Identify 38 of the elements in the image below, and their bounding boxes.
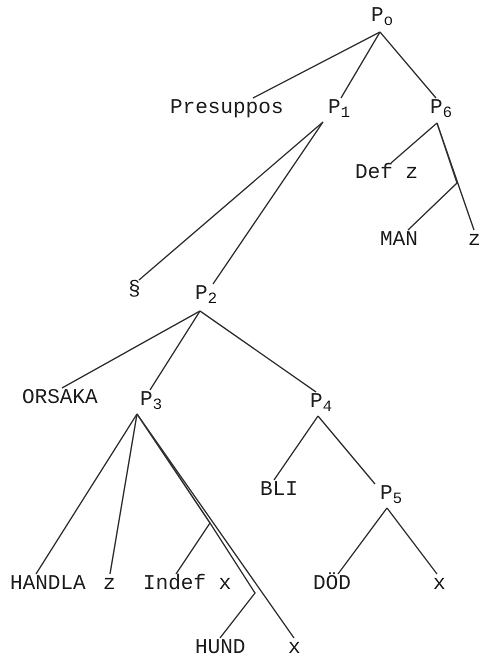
tree-node-label: §: [128, 280, 141, 301]
tree-branch: [337, 508, 388, 574]
tree-branch: [317, 416, 376, 484]
tree-branch: [390, 122, 438, 164]
tree-branch: [138, 121, 324, 281]
tree-node-label: DÖD: [313, 574, 351, 595]
tree-node-label: P$_{1}$: [328, 98, 350, 119]
tree-node-label: x: [288, 638, 301, 659]
tree-node-label: Def z: [355, 163, 418, 184]
tree-node-label: P$_{2}$: [195, 284, 218, 305]
tree-branch: [200, 310, 316, 393]
tree-node-label: BLI: [260, 480, 298, 501]
tree-node-label: HANDLA: [10, 574, 86, 595]
tree-node-label: P$_{4}$: [310, 392, 332, 413]
tree-node-label: P$_{6}$: [430, 98, 452, 119]
tree-node-label: x: [433, 574, 446, 595]
tree-branch: [136, 414, 295, 638]
tree-node-label: P$_{3}$: [140, 390, 162, 411]
tree-node-label: MAN: [380, 230, 418, 251]
tree-branch: [386, 508, 438, 574]
tree-node-label: z: [103, 574, 116, 595]
tree-branch: [62, 310, 200, 389]
tree-branch: [273, 416, 319, 480]
tree-node-label: ORSAKA: [22, 388, 98, 409]
tree-branch: [340, 32, 381, 98]
tree-node-label: Indef x: [143, 574, 232, 595]
tree-node-label: HUND: [195, 638, 246, 659]
tree-branch: [436, 122, 475, 230]
tree-branch: [35, 414, 138, 574]
tree-branch: [379, 32, 437, 98]
tree-node-label: P$_{o}$: [371, 6, 394, 27]
tree-node-label: z: [468, 230, 481, 251]
tree-branch: [252, 31, 380, 99]
tree-node-label: P$_{5}$: [380, 484, 402, 505]
tree-node-label: Presuppos: [170, 98, 284, 119]
tree-branch: [109, 414, 138, 574]
tree-branch: [212, 122, 324, 284]
tree-branch: [149, 310, 201, 390]
